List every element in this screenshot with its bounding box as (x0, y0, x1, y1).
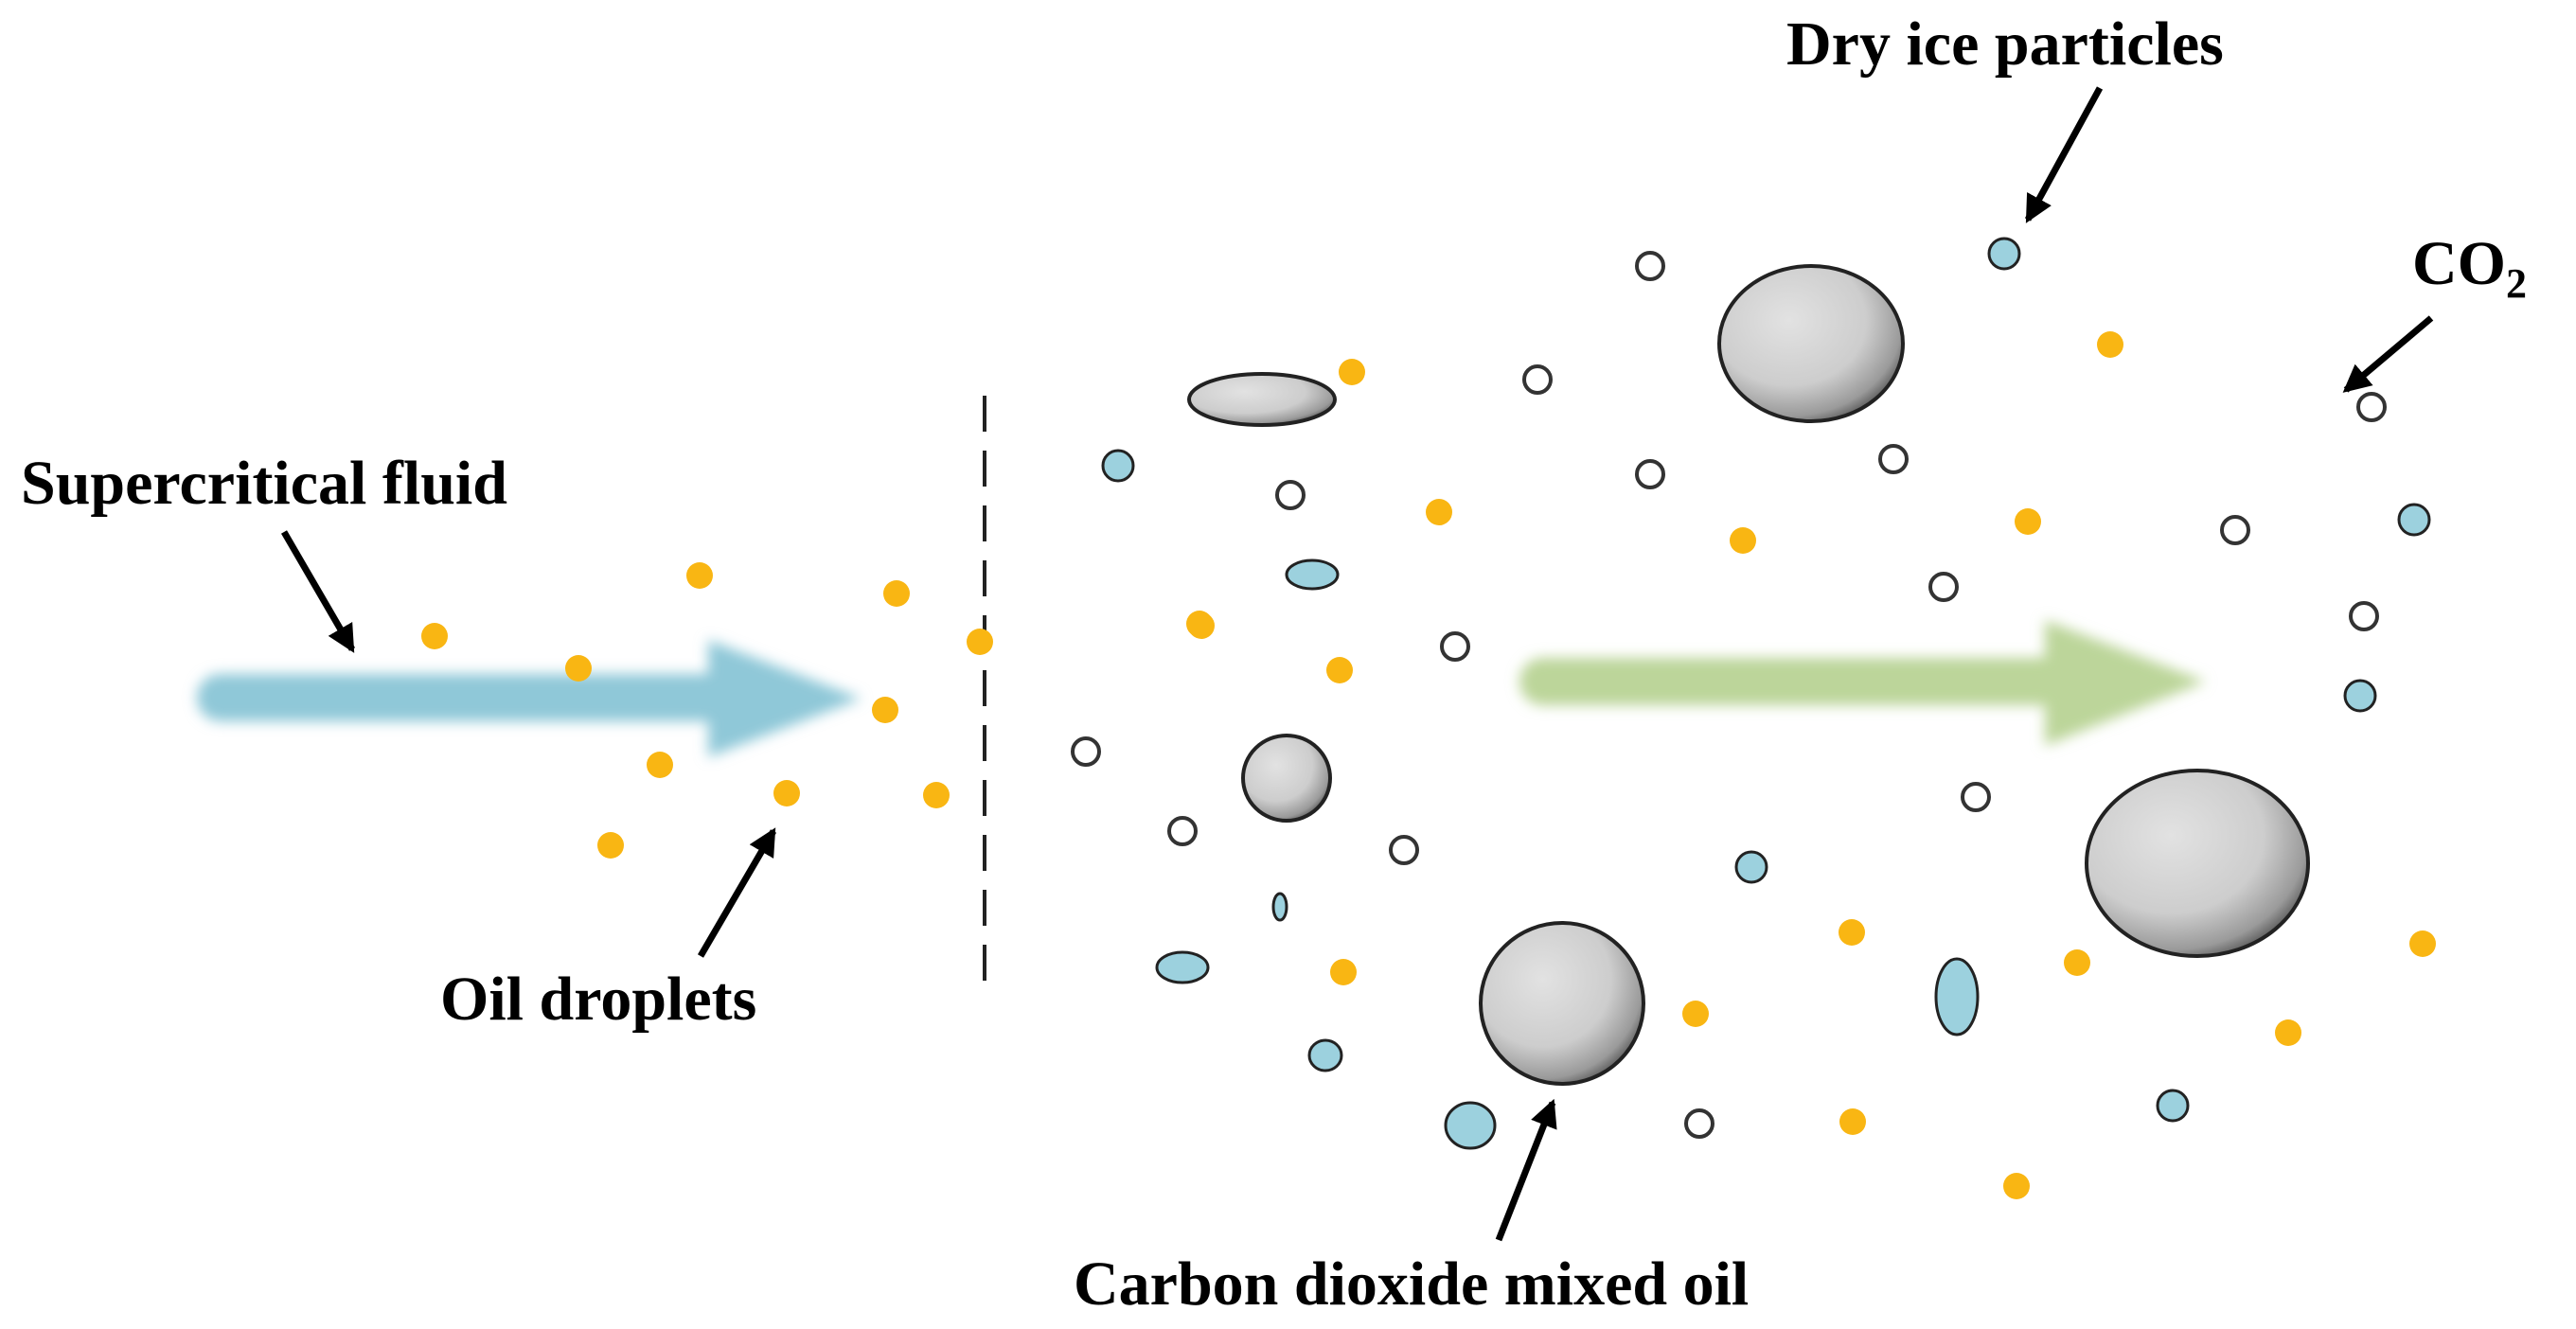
supercritical-fluid-pointer-arrow (280, 530, 356, 653)
co2-bubble (1961, 782, 1991, 812)
inlet-flow-arrow (197, 640, 862, 757)
oil-droplet (2003, 1173, 2030, 1199)
oil-droplet (923, 782, 950, 808)
co2-bubbles (1071, 251, 2387, 1139)
mixed-oil-pointer-arrow (1495, 1098, 1557, 1242)
oil-droplet (421, 623, 448, 649)
carbon-dioxide-mixed-oil-label: Carbon dioxide mixed oil (1074, 1249, 1749, 1319)
oil-droplets-pointer-arrow (697, 827, 777, 958)
oil-droplet (1682, 1001, 1709, 1027)
oil-droplet (2097, 331, 2123, 358)
oil-droplet (872, 697, 898, 723)
co2-label-subscript: 2 (2506, 260, 2527, 307)
supercritical-fluid-label: Supercritical fluid (21, 449, 507, 518)
mixed-oil-droplet (1479, 921, 1645, 1086)
co2-bubble (1389, 835, 1419, 865)
oil-droplet (597, 832, 624, 859)
oil-droplet (1330, 959, 1357, 985)
co2-label: CO2 (2412, 229, 2527, 307)
oil-droplet (2015, 508, 2041, 535)
dry-ice-particle (1734, 850, 1768, 884)
mixed-oil-droplet (2085, 769, 2310, 958)
oil-droplets-label: Oil droplets (440, 965, 756, 1034)
oil-droplet (1839, 1108, 1866, 1135)
oil-droplet (967, 629, 993, 655)
oil-droplet (773, 780, 800, 806)
oil-droplet (686, 562, 713, 589)
oil-droplet (1326, 657, 1353, 683)
oil-droplet (565, 655, 592, 682)
oil-droplets (421, 331, 2436, 1199)
dry-ice-particles (1101, 237, 2431, 1150)
co2-bubble (1684, 1108, 1714, 1139)
dry-ice-particle (1271, 892, 1288, 922)
mixed-oil-droplet (1187, 372, 1337, 427)
mixed-oil-droplet (1717, 264, 1905, 423)
co2-bubble (1635, 251, 1665, 281)
dry-ice-particle (1934, 957, 1980, 1037)
oil-droplet (1339, 359, 1365, 385)
dry-ice-particle (1307, 1038, 1343, 1072)
oil-droplet (883, 580, 910, 607)
dry-ice-particles-pointer-arrow (2024, 86, 2104, 223)
mixed-oil-droplet (1241, 734, 1332, 823)
oil-droplet (2275, 1019, 2301, 1046)
dry-ice-particle (2397, 503, 2431, 537)
oil-droplet (647, 752, 673, 778)
co2-bubble (2349, 601, 2379, 631)
oil-droplet (1730, 527, 1756, 554)
co2-bubble (1440, 631, 1470, 662)
co2-bubble (1928, 572, 1959, 602)
outlet-flow-arrow (1519, 620, 2206, 746)
dry-ice-particle (2156, 1089, 2190, 1123)
co2-bubble (2356, 392, 2387, 422)
co2-bubble (2220, 515, 2250, 545)
oil-droplet (1839, 919, 1865, 946)
dry-ice-particle (2343, 679, 2377, 713)
co2-bubble (1635, 459, 1665, 489)
dry-ice-particle (1101, 449, 1135, 483)
dry-ice-particle (1285, 558, 1340, 591)
dry-ice-particle (1987, 237, 2021, 271)
oil-droplet (1426, 499, 1452, 525)
co2-bubble (1878, 444, 1909, 474)
dry-ice-particles-label: Dry ice particles (1786, 9, 2224, 79)
oil-droplet (2409, 930, 2436, 957)
co2-pointer-arrow (2342, 315, 2434, 393)
oil-droplet (1186, 611, 1213, 637)
co2-label-main: CO (2412, 229, 2506, 298)
mixed-oil-droplets (1187, 264, 2310, 1086)
co2-bubble (1167, 816, 1198, 846)
oil-droplet (2064, 949, 2090, 976)
co2-bubble (1275, 480, 1306, 510)
dry-ice-particle (1444, 1101, 1497, 1150)
co2-bubble (1522, 364, 1553, 395)
co2-bubble (1071, 736, 1101, 767)
dry-ice-particle (1155, 950, 1210, 984)
